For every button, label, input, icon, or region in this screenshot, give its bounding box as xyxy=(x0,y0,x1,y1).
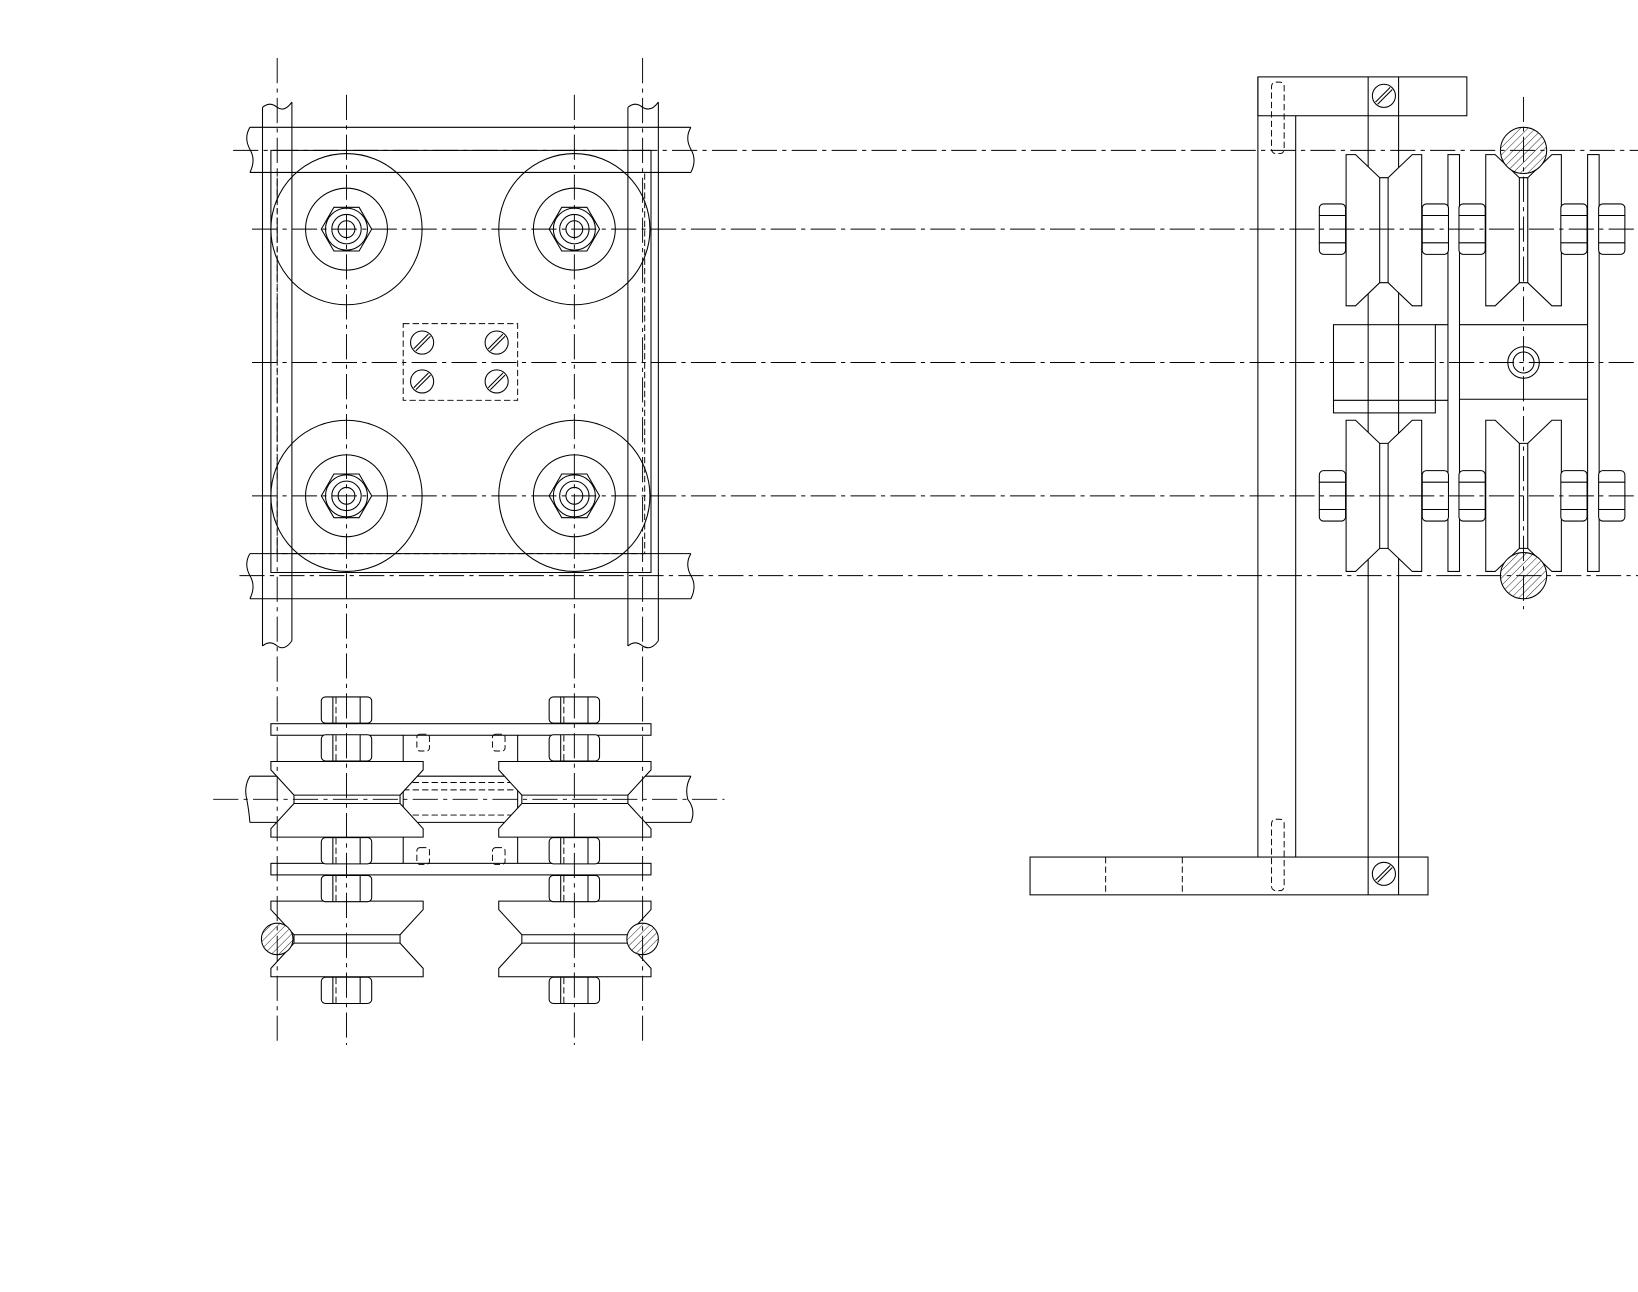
spacer xyxy=(402,735,519,865)
plate-screws xyxy=(416,733,506,865)
screw-icon xyxy=(410,369,435,394)
screw-icon xyxy=(1371,83,1396,108)
left-rail xyxy=(261,101,293,649)
screw-icon xyxy=(1371,861,1396,886)
upper-plate xyxy=(270,723,652,736)
lower-plate xyxy=(270,862,652,876)
side-frame xyxy=(1257,76,1400,895)
carriage-plate xyxy=(270,149,652,574)
screw-icon xyxy=(484,330,509,355)
right-rail xyxy=(627,101,659,649)
plan-view xyxy=(246,101,695,649)
screw-icon xyxy=(484,369,509,394)
carriage-plate-hidden xyxy=(276,171,646,555)
front-rail xyxy=(245,775,694,823)
front-view xyxy=(245,696,694,1005)
side-plate-2 xyxy=(1587,154,1600,572)
center-lines xyxy=(213,57,1638,1045)
base-bar xyxy=(1029,856,1429,896)
side-plate-1 xyxy=(1447,154,1461,572)
top-bracket xyxy=(1257,76,1468,117)
side-view xyxy=(1029,76,1626,896)
bottom-rail xyxy=(246,553,695,600)
center-block-hidden xyxy=(402,323,519,401)
side-wheel xyxy=(1345,154,1423,307)
bracket-screw xyxy=(1271,81,1285,155)
front-wheel-lower-left xyxy=(270,900,424,978)
screw-icon xyxy=(410,330,435,355)
base-screw xyxy=(1271,818,1285,892)
mount-block xyxy=(1332,324,1436,414)
